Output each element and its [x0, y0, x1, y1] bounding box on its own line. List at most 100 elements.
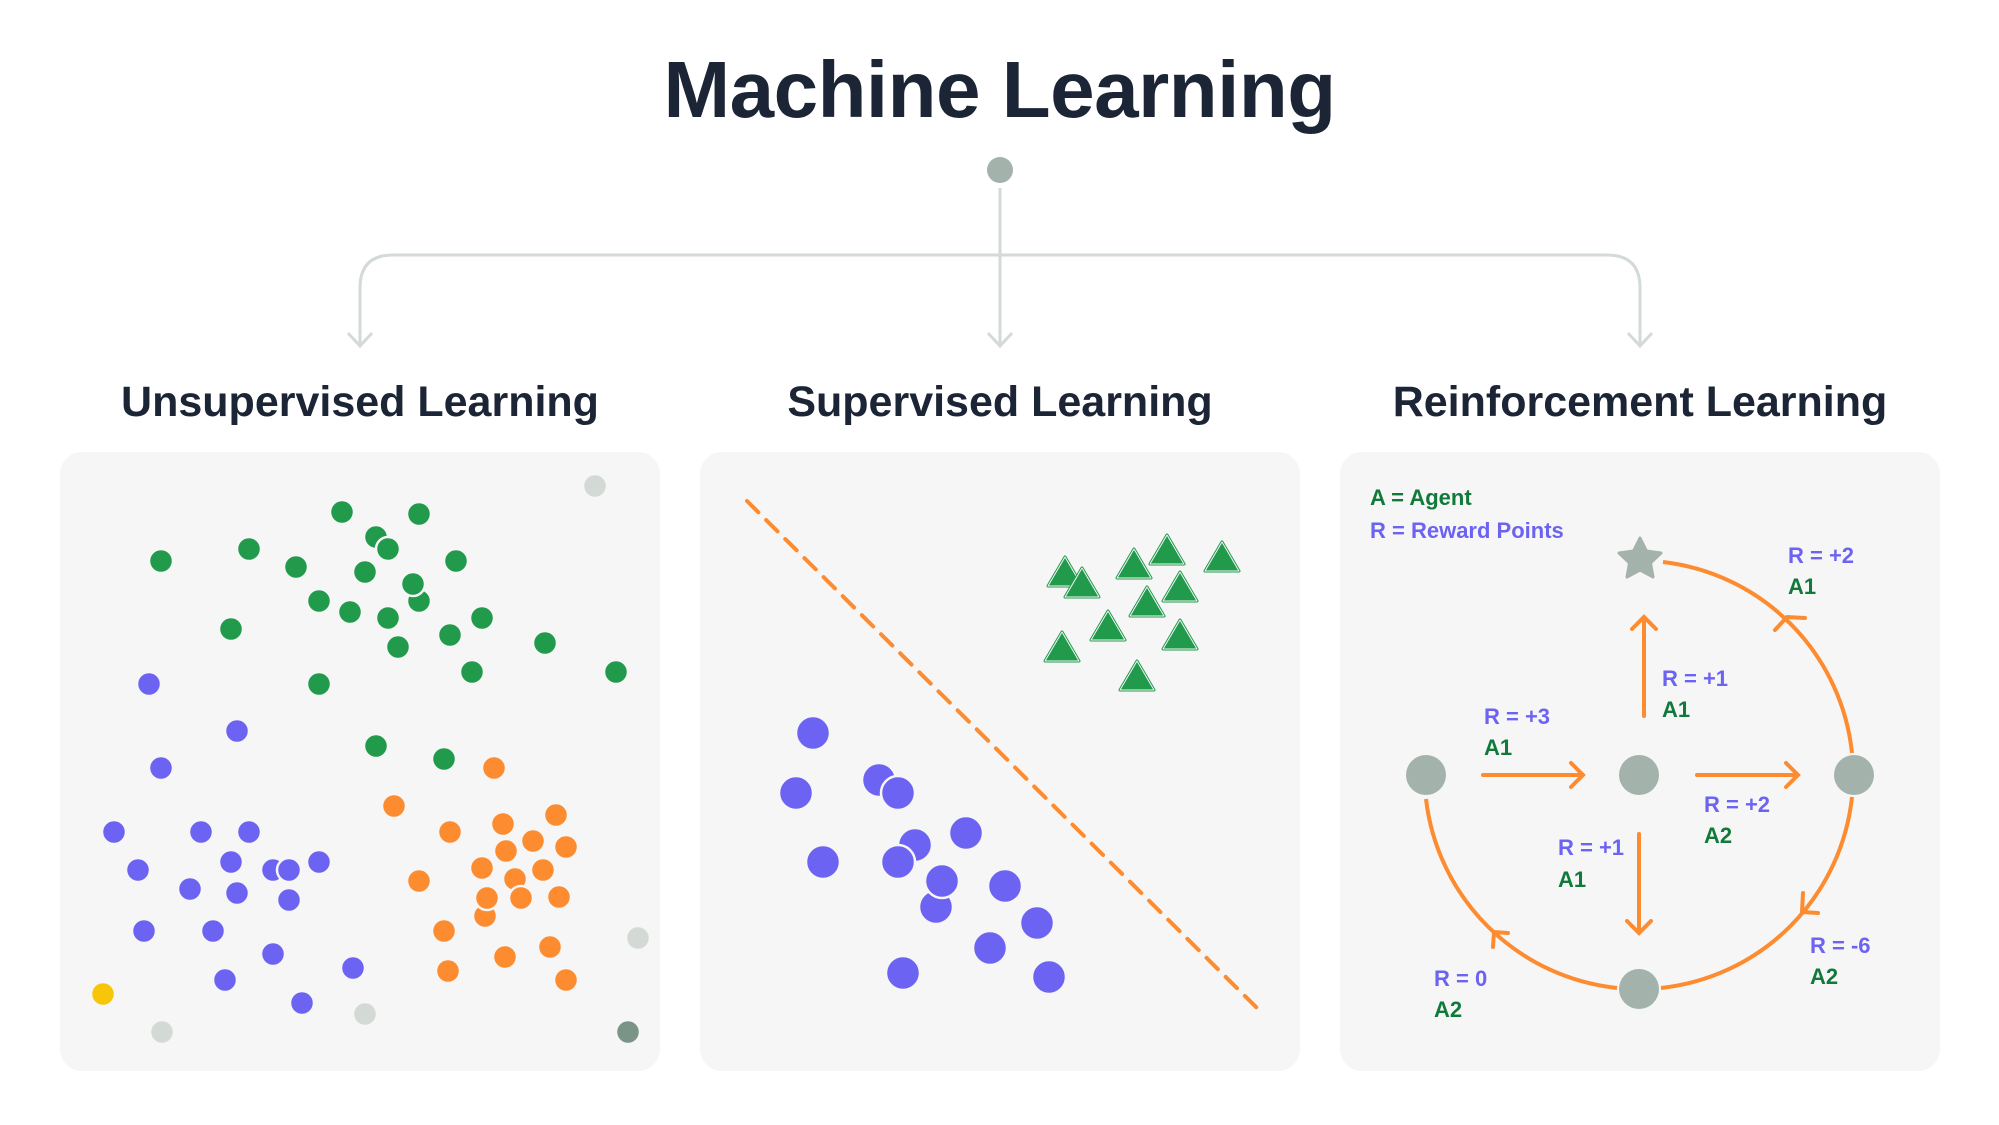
- class-triangle: [1128, 585, 1166, 618]
- cluster-point-orange: [430, 917, 458, 945]
- star-icon: [1617, 536, 1663, 579]
- cluster-point-green: [602, 658, 630, 686]
- cluster-point-green: [436, 621, 464, 649]
- decision-boundary: [745, 499, 1264, 1015]
- class-triangle: [1203, 540, 1241, 573]
- outlier-point-light-grey: [351, 1000, 379, 1028]
- cluster-point-green: [235, 535, 263, 563]
- connector-horizontal: [358, 253, 1642, 345]
- class-triangle-outline: [1116, 548, 1152, 579]
- cluster-point-purple: [305, 848, 333, 876]
- cluster-point-green: [405, 500, 433, 528]
- supervised-scatter: [745, 499, 1264, 1015]
- class-circle: [1030, 958, 1068, 996]
- agent-label: A2: [1434, 997, 1462, 1022]
- cluster-point-orange: [545, 883, 573, 911]
- cluster-point-orange: [552, 833, 580, 861]
- agent-label: A1: [1558, 867, 1586, 892]
- cluster-point-orange: [519, 827, 547, 855]
- class-triangle-outline: [1162, 619, 1198, 650]
- cluster-point-purple: [275, 856, 303, 884]
- cluster-point-green: [399, 570, 427, 598]
- cluster-point-purple: [130, 917, 158, 945]
- cluster-point-orange: [468, 854, 496, 882]
- cluster-point-purple: [288, 989, 316, 1017]
- class-circle: [971, 929, 1009, 967]
- cluster-point-green: [328, 498, 356, 526]
- reward-label: R = +3: [1484, 704, 1550, 729]
- cluster-point-purple: [147, 754, 175, 782]
- class-circle: [777, 774, 815, 812]
- outlier-point-yellow: [89, 980, 117, 1008]
- cluster-point-green: [362, 732, 390, 760]
- cluster-point-green: [217, 615, 245, 643]
- cluster-point-green: [351, 558, 379, 586]
- cluster-point-purple: [135, 670, 163, 698]
- reward-label: R = +2: [1788, 543, 1854, 568]
- unsupervised-scatter: [89, 472, 652, 1046]
- class-triangle-outline: [1149, 534, 1185, 565]
- class-circle: [986, 867, 1024, 905]
- cluster-point-orange: [542, 801, 570, 829]
- cluster-point-orange: [489, 810, 517, 838]
- arrow-down-icon: [346, 331, 374, 349]
- class-circle: [947, 814, 985, 852]
- agent-label: A2: [1810, 964, 1838, 989]
- legend-reward: R = Reward Points: [1370, 518, 1564, 543]
- cluster-point-green: [374, 535, 402, 563]
- cluster-point-orange: [473, 884, 501, 912]
- cluster-point-green: [305, 587, 333, 615]
- class-circle: [879, 774, 917, 812]
- cluster-point-purple: [259, 940, 287, 968]
- cluster-point-purple: [100, 818, 128, 846]
- class-triangle: [1161, 570, 1199, 603]
- class-triangle: [1161, 618, 1199, 651]
- class-triangle-outline: [1044, 631, 1080, 662]
- state-node-center: [1619, 755, 1659, 795]
- arrow-down-icon: [1626, 331, 1654, 349]
- cluster-point-purple: [223, 879, 251, 907]
- legend-agent: A = Agent: [1370, 485, 1472, 510]
- page-title: Machine Learning: [663, 45, 1336, 134]
- outlier-point-light-grey: [624, 924, 652, 952]
- cluster-point-purple: [176, 875, 204, 903]
- class-triangle-outline: [1119, 660, 1155, 691]
- cluster-point-green: [305, 670, 333, 698]
- arrow-center-to-right: [1695, 761, 1801, 789]
- arc-bottom-to-left: [1424, 798, 1618, 990]
- cluster-point-green: [458, 658, 486, 686]
- cluster-point-orange: [434, 957, 462, 985]
- arrow-left-to-center: [1481, 761, 1586, 789]
- arrow-center-to-bottom: [1625, 832, 1653, 936]
- cluster-point-purple: [223, 717, 251, 745]
- root-node: [987, 157, 1013, 183]
- class-triangle-outline: [1129, 586, 1165, 617]
- cluster-point-purple: [235, 818, 263, 846]
- cluster-point-green: [468, 604, 496, 632]
- class-triangle-outline: [1064, 567, 1100, 598]
- cluster-point-green: [442, 547, 470, 575]
- outlier-point-light-grey: [148, 1018, 176, 1046]
- cluster-point-orange: [492, 837, 520, 865]
- cluster-point-orange: [491, 943, 519, 971]
- heading-reinforcement: Reinforcement Learning: [1392, 378, 1888, 426]
- cluster-point-green: [282, 553, 310, 581]
- cluster-point-orange: [552, 966, 580, 994]
- outlier-point-dark-grey: [614, 1018, 642, 1046]
- class-triangle: [1148, 533, 1186, 566]
- agent-label: A1: [1484, 735, 1512, 760]
- class-circle: [794, 714, 832, 752]
- cluster-point-orange: [536, 933, 564, 961]
- cluster-point-green: [430, 745, 458, 773]
- agent-label: A1: [1788, 574, 1816, 599]
- class-triangle: [1043, 630, 1081, 663]
- agent-label: A1: [1662, 697, 1690, 722]
- cluster-point-orange: [507, 884, 535, 912]
- class-circle: [1018, 904, 1056, 942]
- cluster-point-purple: [275, 886, 303, 914]
- cluster-point-green: [374, 604, 402, 632]
- cluster-point-green: [147, 547, 175, 575]
- arc-right-to-star: [1662, 560, 1854, 754]
- reinforcement-diagram: A = Agent R = Reward Points R = +3 A1 R …: [1370, 485, 1874, 1022]
